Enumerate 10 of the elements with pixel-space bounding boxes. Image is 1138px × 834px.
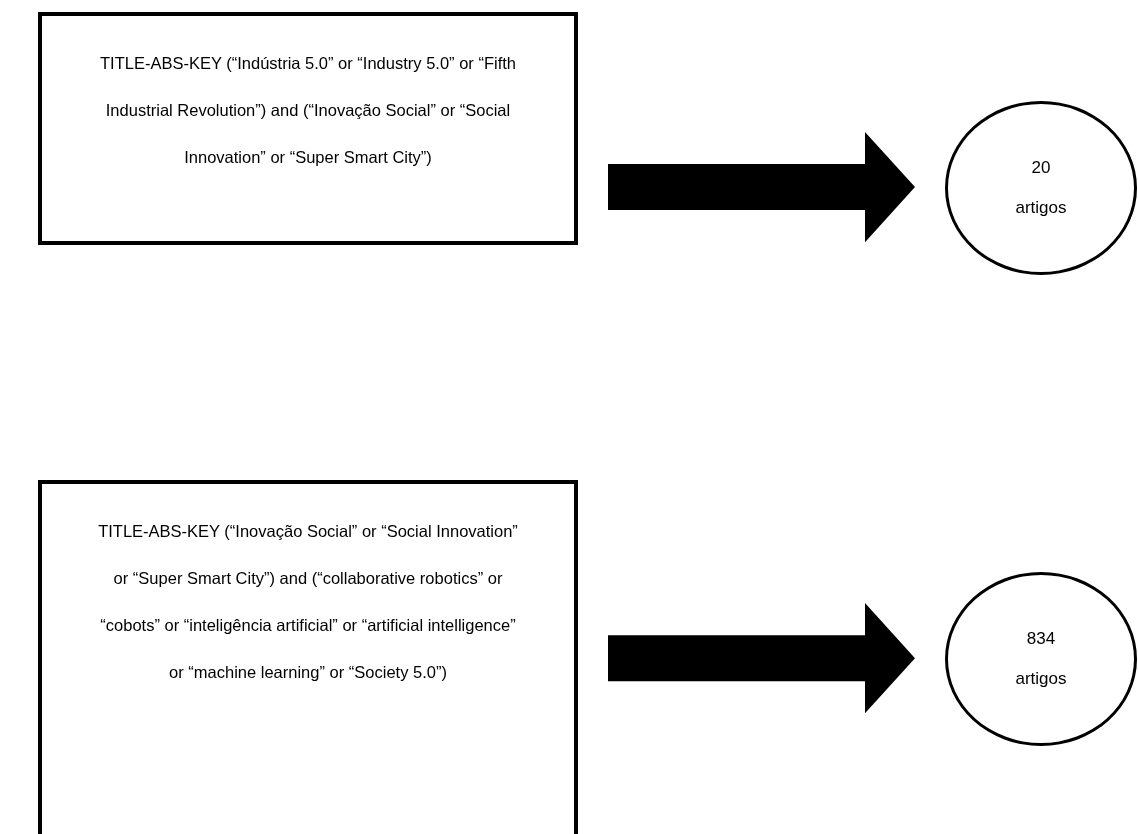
block-arrow [608,602,915,714]
result-count: 834 artigos [1014,628,1068,690]
query-text: TITLE-ABS-KEY (“Inovação Social” or “Social Innovation” or “Super Smart City”) and (“collaborative robotics” or “cobots” or “inteligência artificial” or “artificial intelligence” or “machine learning” or “Society 5.0”) [97,521,519,683]
result-count: 20 artigos [1014,157,1068,219]
result-circle [945,572,1137,746]
block-arrow [608,131,915,243]
query-box [38,480,578,834]
query-box [38,12,578,245]
result-circle [945,101,1137,275]
query-text: TITLE-ABS-KEY (“Indústria 5.0” or “Industry 5.0” or “Fifth Industrial Revolution”) and (“Inovação Social” or “Social Innovation” or “Super Smart City”) [99,53,517,168]
